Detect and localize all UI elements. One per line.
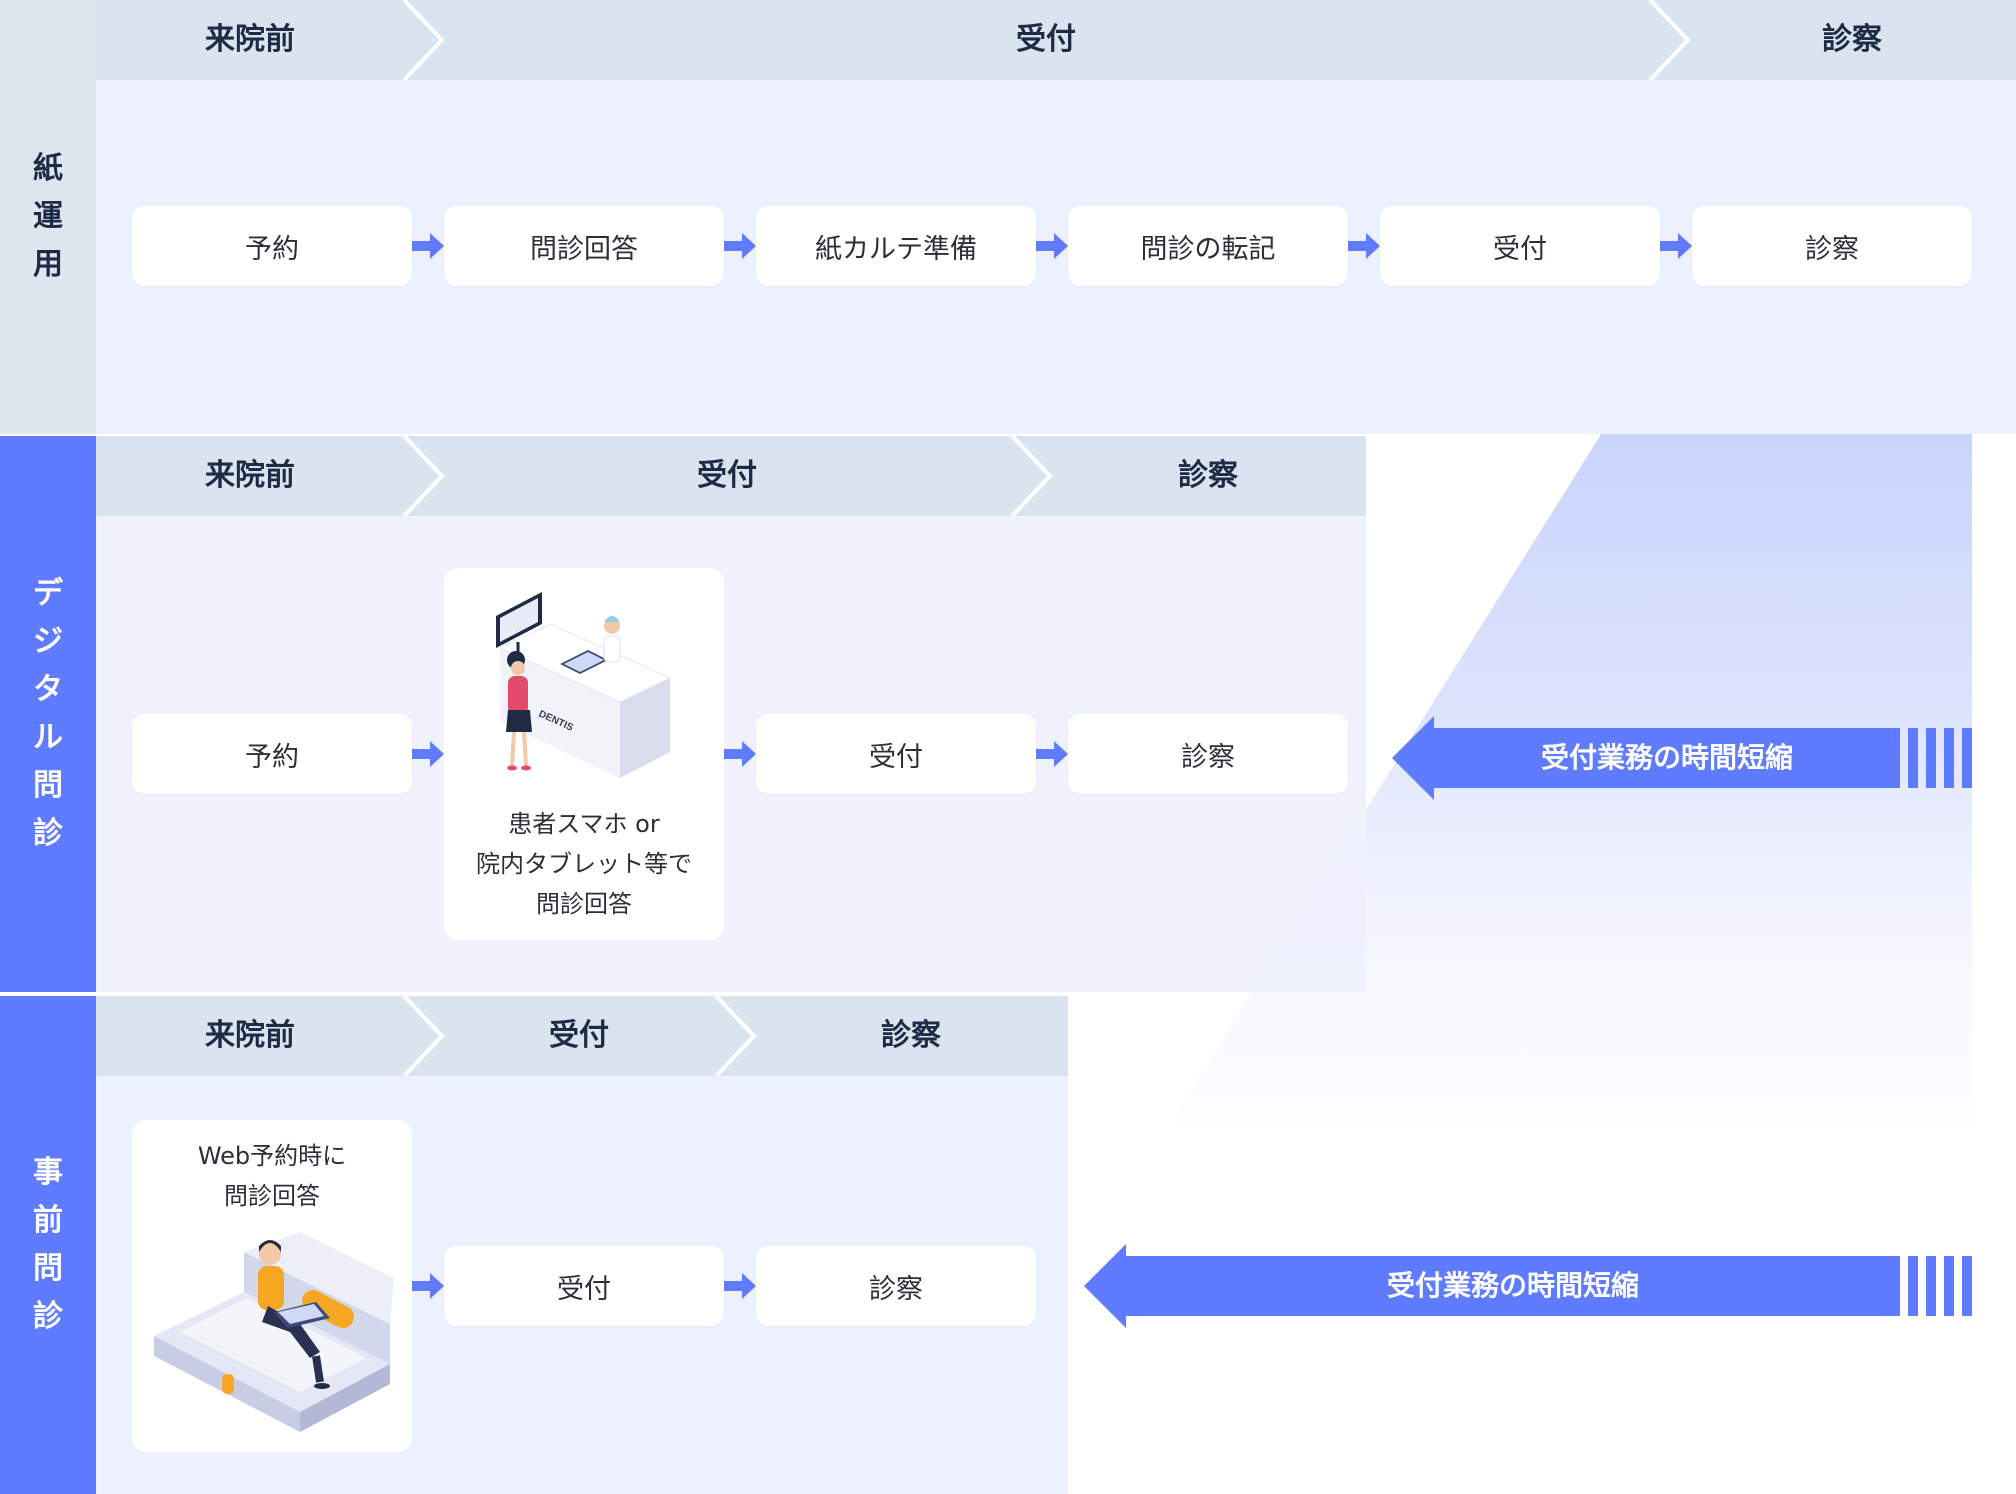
arrow-right-icon — [724, 233, 756, 259]
step-box: 問診の転記 — [1068, 206, 1348, 286]
row-label-char: ル — [33, 720, 63, 755]
row-label-char: 事 — [33, 1155, 63, 1190]
step-box: 予約 — [132, 714, 412, 794]
card-caption-line: 問診回答 — [224, 1182, 320, 1210]
step-box: 受付 — [444, 1246, 724, 1326]
phase-header-advance: 来院前 受付 診察 — [96, 996, 1068, 1076]
row-label-char: タ — [33, 672, 63, 707]
step-box: 予約 — [132, 206, 412, 286]
phase-label: 受付 — [697, 458, 757, 493]
row-label-digital: デ ジ タ ル 問 診 — [0, 436, 96, 992]
row-label-char: 診 — [33, 1299, 63, 1334]
sofa-user-illustration — [154, 1232, 394, 1432]
digital-questionnaire-card: DENTIS 患者スマホ or 院内タブレット等で 問診回答 — [444, 568, 724, 940]
row-label-char: 用 — [33, 247, 63, 282]
phase-label: 受付 — [1016, 22, 1076, 57]
arrow-right-icon — [412, 1273, 444, 1299]
step-box: 診察 — [756, 1246, 1036, 1326]
time-reduction-banner-arrow — [1084, 1244, 1972, 1328]
banner-label: 受付業務の時間短縮 — [1540, 741, 1793, 774]
phase-label: 来院前 — [205, 1018, 295, 1053]
arrow-right-icon — [412, 233, 444, 259]
step-box: 問診回答 — [444, 206, 724, 286]
row-label-char: 問 — [33, 1251, 63, 1286]
banner-label: 受付業務の時間短縮 — [1386, 1269, 1639, 1302]
card-caption-line: 問診回答 — [536, 890, 632, 918]
arrow-right-icon — [724, 741, 756, 767]
arrow-right-icon — [1036, 233, 1068, 259]
row-label-char: デ — [33, 576, 63, 611]
chevron-dividers — [402, 0, 1691, 80]
row-label-char: ジ — [33, 624, 63, 659]
step-box: 紙カルテ準備 — [756, 206, 1036, 286]
row-label-char: 問 — [33, 768, 63, 803]
phase-label: 受付 — [549, 1018, 609, 1053]
phase-label: 診察 — [881, 1018, 941, 1053]
web-questionnaire-card: Web予約時に 問診回答 — [132, 1120, 412, 1452]
arrow-right-icon — [1348, 233, 1380, 259]
phase-label: 診察 — [1178, 458, 1238, 493]
phase-label: 来院前 — [205, 458, 295, 493]
arrow-right-icon — [412, 741, 444, 767]
card-caption-line: 院内タブレット等で — [476, 850, 692, 878]
step-box: 診察 — [1692, 206, 1972, 286]
card-caption-line: Web予約時に — [197, 1142, 347, 1170]
step-box: 受付 — [756, 714, 1036, 794]
row-label-char: 前 — [33, 1203, 63, 1238]
time-reduction-banner-arrow — [1392, 716, 1972, 800]
row-label-advance: 事 前 問 診 — [0, 996, 96, 1494]
row-label-char: 紙 — [33, 151, 63, 186]
arrow-right-icon — [1036, 741, 1068, 767]
phase-header-paper: 来院前 受付 診察 — [96, 0, 2016, 80]
row-label-char: 運 — [33, 199, 63, 234]
reception-desk-illustration: DENTIS — [496, 592, 672, 778]
step-box: 受付 — [1380, 206, 1660, 286]
row-label-char: 診 — [33, 816, 63, 851]
phase-label: 来院前 — [205, 22, 295, 57]
phase-header-digital: 来院前 受付 診察 — [96, 436, 1366, 516]
chevron-dividers — [402, 436, 1053, 516]
arrow-right-icon — [1660, 233, 1692, 259]
phase-label: 診察 — [1822, 22, 1882, 57]
chevron-dividers — [402, 996, 757, 1076]
row-label-paper: 紙 運 用 — [0, 0, 96, 434]
step-box: 診察 — [1068, 714, 1348, 794]
card-caption-line: 患者スマホ or — [508, 810, 660, 838]
arrow-right-icon — [724, 1273, 756, 1299]
